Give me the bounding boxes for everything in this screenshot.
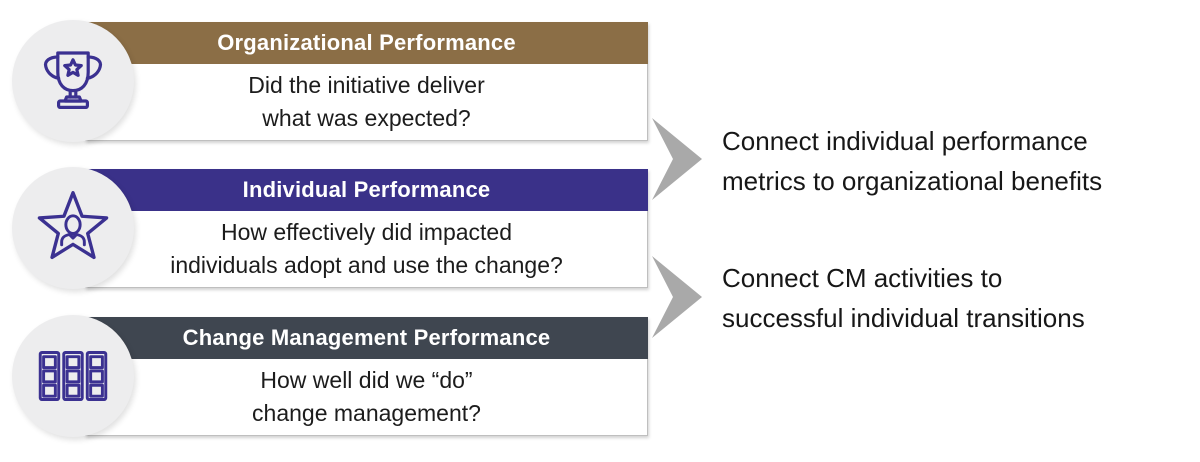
card-header-individual: Individual Performance bbox=[85, 169, 648, 211]
right-arrow-icon-svg bbox=[652, 118, 702, 200]
connection-text-individual: Connect CM activities to successful indi… bbox=[722, 258, 1192, 338]
card-body-line: change management? bbox=[252, 400, 481, 426]
card-body-line: Did the initiative deliver bbox=[248, 72, 485, 98]
connection-text-line: Connect CM activities to bbox=[722, 263, 1003, 293]
card-header-organizational: Organizational Performance bbox=[85, 22, 648, 64]
connection-text-line: metrics to organizational benefits bbox=[722, 166, 1103, 196]
trophy-icon-svg bbox=[43, 51, 103, 109]
card-body-organizational: Did the initiative deliver what was expe… bbox=[86, 64, 647, 140]
card-header-change-management: Change Management Performance bbox=[85, 317, 648, 359]
connection-text-line: Connect individual performance bbox=[722, 126, 1088, 156]
card-title-organizational: Organizational Performance bbox=[217, 30, 516, 55]
card-body-line: individuals adopt and use the change? bbox=[170, 252, 563, 278]
card-title-change-management: Change Management Performance bbox=[182, 325, 551, 350]
card-organizational-performance: Organizational Performance Did the initi… bbox=[85, 22, 648, 141]
card-body-line: what was expected? bbox=[262, 105, 471, 131]
card-body-line: How well did we “do” bbox=[260, 367, 473, 393]
star-person-icon-svg bbox=[37, 191, 109, 260]
scorecard-panels-icon bbox=[12, 315, 134, 437]
right-arrow-icon bbox=[652, 256, 702, 338]
card-change-management-performance: Change Management Performance How well d… bbox=[85, 317, 648, 436]
card-body-individual: How effectively did impacted individuals… bbox=[86, 211, 647, 287]
right-arrow-icon bbox=[652, 118, 702, 200]
connection-text-line: successful individual transitions bbox=[722, 303, 1085, 333]
star-person-icon bbox=[12, 167, 134, 289]
scorecard-panels-icon-svg bbox=[38, 351, 108, 401]
connection-text-organizational: Connect individual performance metrics t… bbox=[722, 121, 1192, 201]
trophy-icon bbox=[12, 20, 134, 142]
card-title-individual: Individual Performance bbox=[242, 177, 491, 202]
card-body-change-management: How well did we “do” change management? bbox=[86, 359, 647, 435]
card-body-line: How effectively did impacted bbox=[220, 219, 513, 245]
right-arrow-icon-svg bbox=[652, 256, 702, 338]
card-individual-performance: Individual Performance How effectively d… bbox=[85, 169, 648, 288]
